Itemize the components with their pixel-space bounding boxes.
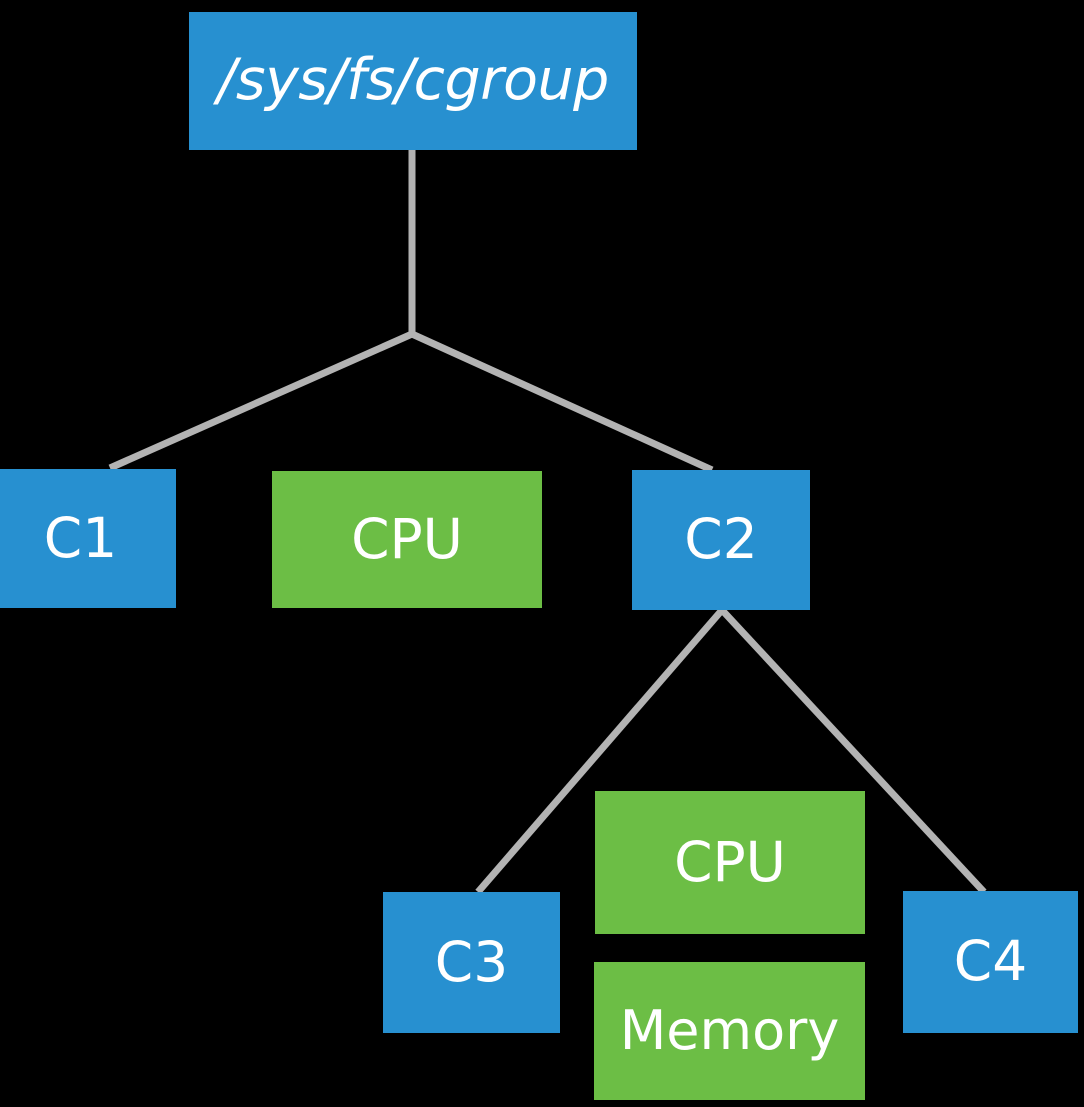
- edge-c2-to-c3: [475, 607, 725, 895]
- node-c3[interactable]: C3: [383, 892, 560, 1033]
- node-cpu-c2-label: CPU: [674, 829, 786, 894]
- node-cpu-c2[interactable]: CPU: [595, 791, 865, 934]
- node-memory-c2[interactable]: Memory: [594, 962, 865, 1100]
- edge-root-to-c1: [108, 330, 414, 472]
- node-c2[interactable]: C2: [632, 470, 810, 610]
- node-sys-fs-cgroup-label: /sys/fs/cgroup: [217, 47, 609, 114]
- node-c4-label: C4: [953, 929, 1028, 994]
- node-c1-label: C1: [43, 505, 118, 570]
- node-c1[interactable]: C1: [0, 469, 176, 608]
- node-c3-label: C3: [434, 929, 509, 994]
- node-memory-c2-label: Memory: [619, 998, 840, 1062]
- edge-c2-to-c4: [719, 607, 987, 895]
- edge-root-to-c2: [410, 330, 714, 474]
- node-cpu-c1[interactable]: CPU: [272, 471, 542, 608]
- node-c4[interactable]: C4: [903, 891, 1078, 1033]
- node-c2-label: C2: [684, 507, 758, 572]
- node-cpu-c1-label: CPU: [351, 506, 463, 571]
- node-sys-fs-cgroup[interactable]: /sys/fs/cgroup: [189, 12, 637, 150]
